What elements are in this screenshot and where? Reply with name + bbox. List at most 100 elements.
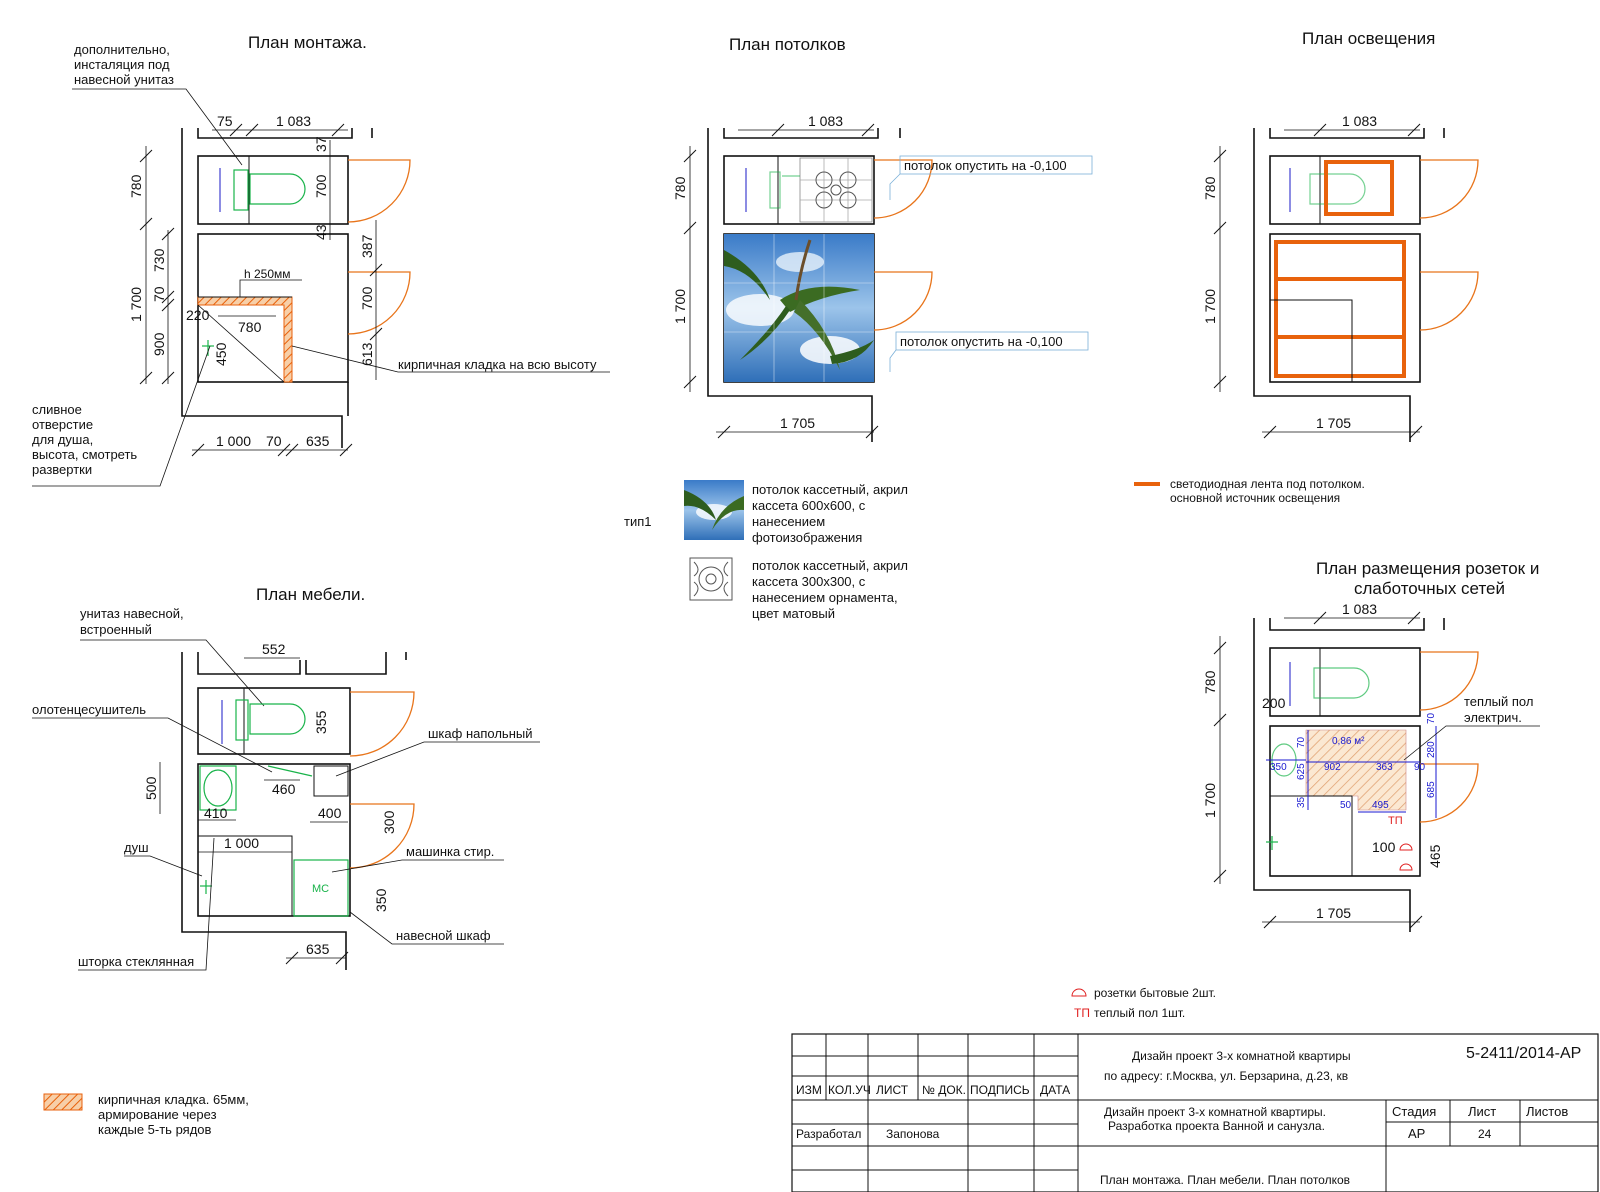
ceiling-plan-title: План потолков <box>729 35 846 54</box>
ceiling-legend: тип1 потолок кассетный, акрил кассета 60… <box>624 480 908 621</box>
socket-icon <box>1399 843 1413 851</box>
dim-70b: 70 <box>266 433 282 449</box>
socket-icon <box>1399 863 1413 871</box>
ceiling-legend-1-line-2: кассета 600х600, с <box>752 498 866 513</box>
dim-780: 780 <box>128 174 144 198</box>
ceiling-legend-1-line-4: фотоизображения <box>752 530 862 545</box>
furniture-note-toilet-1: унитаз навесной, <box>80 606 184 621</box>
wc-room <box>1269 155 1421 225</box>
mount-plan-title: План монтажа. <box>248 33 367 52</box>
drain-icon <box>202 340 214 356</box>
sink-bowl-icon <box>203 769 233 807</box>
dim-43: 43 <box>313 224 329 240</box>
mount-note-install-3: навесной унитаз <box>74 72 174 87</box>
h-label: h 250мм <box>244 267 291 281</box>
wall-outline <box>181 128 373 448</box>
ornament-tiles <box>799 157 873 223</box>
callout-box <box>895 331 1089 351</box>
ceiling-note-lower-1: потолок опустить на -0,100 <box>904 158 1067 173</box>
wc-room <box>197 155 349 225</box>
dim-635: 635 <box>306 433 330 449</box>
furniture-note-towel: олотенцесушитель <box>32 702 146 717</box>
sink-icon <box>199 765 237 811</box>
stage-value: АР <box>1408 1126 1425 1141</box>
wall-outline <box>1253 128 1445 442</box>
washer-icon <box>293 859 349 917</box>
blue-dim-495: 495 <box>1372 800 1389 811</box>
ceiling-legend-2-line-1: потолок кассетный, акрил <box>752 558 908 573</box>
wc-room <box>1269 647 1421 717</box>
socket-legend-icon <box>1071 988 1087 997</box>
mount-plan: План монтажа. дополнительно, инсталяция … <box>32 33 610 487</box>
furniture-plan-title: План мебели. <box>256 585 365 604</box>
leader-line <box>32 345 211 487</box>
ceiling-note-lower-2: потолок опустить на -0,100 <box>900 334 1063 349</box>
header-izm: ИЗМ <box>796 1083 822 1097</box>
ornament-swatch <box>689 557 733 601</box>
dim-450: 450 <box>213 342 229 366</box>
dim-200: 200 <box>1262 695 1286 711</box>
toilet-icon <box>1313 667 1370 699</box>
header-date: ДАТА <box>1040 1083 1070 1097</box>
dim-1083: 1 083 <box>1342 113 1377 129</box>
sockets-legend-socket: розетки бытовые 2шт. <box>1094 986 1216 1000</box>
dim-700a: 700 <box>313 174 329 198</box>
dim-613: 613 <box>359 342 375 366</box>
leader-line <box>291 345 610 373</box>
brick-swatch <box>43 1093 83 1111</box>
furniture-note-cabinet: шкаф напольный <box>428 726 532 741</box>
blue-dim-902: 902 <box>1324 762 1341 773</box>
dim-1700: 1 700 <box>1202 783 1218 818</box>
dim-1000: 1 000 <box>224 835 259 851</box>
sockets-plan-title-2: слаботочных сетей <box>1354 579 1505 598</box>
leader-line <box>72 88 243 166</box>
stage-label: Стадия <box>1392 1104 1436 1119</box>
header-doc: № ДОК. <box>922 1083 966 1097</box>
door-icon <box>1419 763 1479 823</box>
dim-410: 410 <box>204 805 228 821</box>
dim-387: 387 <box>359 234 375 258</box>
toilet-icon <box>235 699 306 741</box>
leader-line <box>239 279 302 297</box>
leader-line <box>32 717 273 773</box>
wall-outline <box>707 128 901 442</box>
furniture-note-washer: машинка стир. <box>406 844 494 859</box>
blue-dim-625: 625 <box>1296 763 1307 780</box>
mount-note-install-1: дополнительно, <box>74 42 170 57</box>
heated-floor-symbol: ТП <box>1388 815 1403 827</box>
sockets-plan-title-1: План размещения розеток и <box>1316 559 1539 578</box>
drain-icon <box>200 880 212 894</box>
mount-note-drain-5: развертки <box>32 462 92 477</box>
dim-700b: 700 <box>359 286 375 310</box>
toilet-icon <box>1309 173 1366 205</box>
furniture-note-toilet-2: встроенный <box>80 622 152 637</box>
bath-room <box>197 233 349 383</box>
leader-line <box>124 855 203 877</box>
header-signature: ПОДПИСЬ <box>970 1083 1030 1097</box>
dim-1705: 1 705 <box>780 415 815 431</box>
brick-legend-line-3: каждые 5-ть рядов <box>98 1122 212 1137</box>
led-legend-line-2: основной источник освещения <box>1170 491 1340 505</box>
ceiling-legend-2-line-3: нанесением орнамента, <box>752 590 898 605</box>
ceiling-legend-2-line-2: кассета 300х300, с <box>752 574 866 589</box>
leader-line <box>78 837 215 971</box>
dim-900: 900 <box>151 332 167 356</box>
dim-220: 220 <box>186 307 210 323</box>
furniture-plan: План мебели. унитаз навесной, встроенный… <box>32 585 540 971</box>
mount-note-brick: кирпичная кладка на всю высоту <box>398 357 597 372</box>
shower-outline <box>1270 299 1353 382</box>
title-block-frame <box>791 1033 1599 1192</box>
dim-37: 37 <box>313 136 329 152</box>
blue-dim-35: 35 <box>1296 796 1307 808</box>
dim-1000: 1 000 <box>216 433 251 449</box>
door-icon <box>1419 159 1479 219</box>
dim-100: 100 <box>1372 839 1396 855</box>
glass-curtain <box>198 835 293 916</box>
project-line-2: по адресу: г.Москва, ул. Берзарина, д.23… <box>1104 1069 1348 1083</box>
mount-note-drain-2: отверстие <box>32 417 93 432</box>
callout-box <box>899 155 1093 175</box>
towel-dryer-icon <box>267 765 313 777</box>
area-label: 0,86 м² <box>1332 736 1365 747</box>
sockets-note-floor-1: теплый пол <box>1464 694 1533 709</box>
